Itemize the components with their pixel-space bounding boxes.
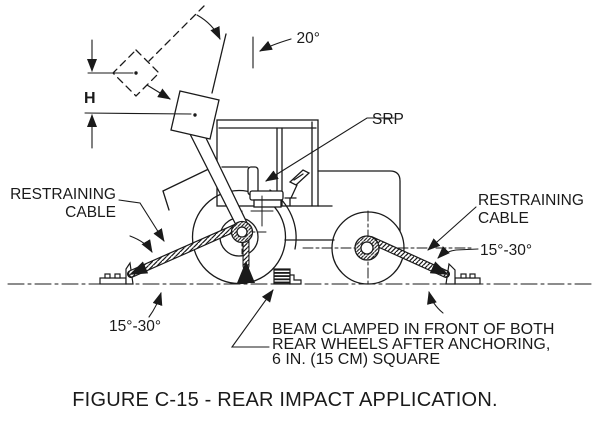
left-angle-arc-to-ground — [148, 292, 163, 318]
right-restraining-label-line1: RESTRAINING — [478, 192, 584, 209]
right-cable-angle-label: 15°-30° — [480, 242, 532, 259]
right-angle-leader — [437, 245, 479, 259]
operator-seat — [247, 166, 284, 227]
front-hub — [354, 235, 380, 261]
rops-post-left-edge — [189, 133, 238, 228]
seat-cushion — [249, 190, 284, 201]
left-anchor-bolt-1 — [104, 273, 111, 279]
left-restraining-label-line1: RESTRAINING — [10, 186, 116, 203]
front-tire — [331, 211, 405, 285]
swing-arc-arrow — [196, 14, 221, 40]
steering-wheel — [284, 169, 311, 207]
rear-hood-outline — [317, 170, 401, 232]
left-restraining-cable — [127, 224, 239, 278]
rops-post — [189, 133, 250, 228]
rops-post-right-edge — [204, 135, 250, 228]
pendulum-arm — [211, 33, 227, 94]
steering-column — [290, 184, 298, 199]
beam-note-leader — [230, 289, 274, 348]
srp-leader — [265, 117, 395, 182]
left-anchor-bolt-2 — [114, 273, 121, 279]
raised-weight-center-dot — [134, 71, 138, 75]
steering-wheel-rim — [288, 169, 311, 186]
beam-square-section — [273, 268, 291, 285]
vertical-cable-ground-wedge — [237, 261, 255, 283]
beam-clamp-bracket — [289, 274, 302, 285]
right-restraining-cable — [367, 236, 450, 278]
steering-wheel-inner — [293, 173, 304, 181]
figure-caption: FIGURE C-15 - REAR IMPACT APPLICATION. — [72, 389, 497, 411]
beam-note-line3: 6 IN. (15 CM) SQUARE — [272, 351, 440, 368]
drop-height-label: H — [84, 90, 96, 107]
front-wheel — [331, 211, 405, 285]
height-extension-lower — [84, 112, 192, 115]
right-cable-leader — [427, 206, 477, 251]
angle-20-leader-arrow — [259, 38, 292, 52]
beam-block — [273, 268, 302, 285]
pendulum-impact-position — [170, 33, 227, 140]
srp-label: SRP — [372, 111, 404, 128]
left-anchor-plate — [99, 277, 127, 285]
right-anchor-bolt-1 — [460, 273, 467, 279]
pendulum-angle-label: 20° — [297, 30, 320, 47]
left-cable-leader — [118, 199, 165, 242]
right-restraining-label-line2: CABLE — [478, 210, 529, 227]
weight-center-dot — [193, 113, 197, 117]
rear-tire — [191, 189, 287, 285]
right-ground-arc-arrow — [427, 291, 444, 314]
height-dimension — [84, 39, 192, 149]
leaders — [118, 117, 479, 348]
pendulum-raised-position — [112, 5, 205, 97]
front-hub-bore — [360, 241, 374, 255]
left-restraining-label-line2: CABLE — [65, 204, 116, 221]
pendulum-raised-arm — [148, 5, 205, 62]
beam-note-line1: BEAM CLAMPED IN FRONT OF BOTH — [272, 321, 554, 338]
rops-post-fill — [190, 134, 249, 227]
rear-hub — [230, 220, 254, 244]
left-cable-angle-label: 15°-30° — [109, 318, 161, 335]
rear-hub-bore — [236, 226, 248, 238]
pendulum-raised-weight — [112, 49, 160, 97]
right-anchor-bolt-2 — [469, 273, 476, 279]
seat-base — [253, 199, 282, 208]
left-angle-arc-to-cable — [129, 235, 153, 253]
swing-direction-arrow — [146, 84, 171, 100]
beam-note-line2: REAR WHEELS AFTER ANCHORING, — [272, 336, 550, 353]
right-anchor-plate — [454, 277, 481, 285]
front-hood-edge — [162, 190, 170, 211]
angle-20-dimension — [196, 14, 292, 69]
